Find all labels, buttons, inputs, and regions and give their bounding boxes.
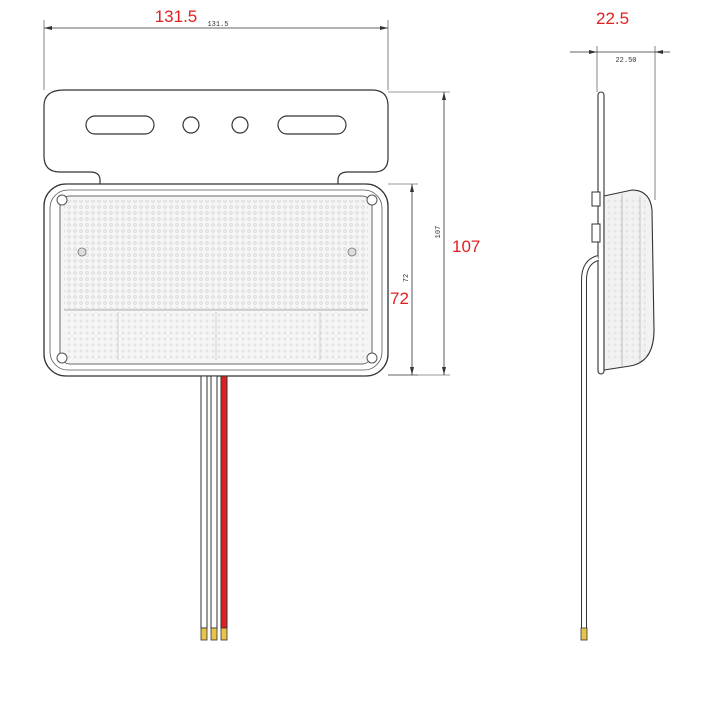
wire-white-1: [200, 375, 208, 629]
width-dimension: 131.5 131.5: [43, 7, 389, 90]
wire-bundle: [200, 375, 228, 641]
lens-height-label: 72: [390, 289, 409, 308]
height-label: 107: [452, 237, 480, 256]
screw-top-right: [366, 194, 378, 206]
lens-dot-pattern-upper: [64, 200, 368, 310]
height-dimension: 107 107: [388, 91, 480, 376]
mounting-slot-right: [277, 115, 347, 135]
width-small-label: 131.5: [207, 21, 228, 29]
mounting-hole-right: [231, 116, 249, 134]
wire-white-2: [210, 375, 218, 629]
mounting-bracket: [43, 89, 389, 191]
height-small-label: 107: [435, 226, 443, 239]
depth-small-label: 22.50: [615, 57, 636, 65]
front-view: 131.5 131.5: [43, 7, 480, 641]
screw-bottom-left: [56, 352, 68, 364]
mounting-hole-left: [182, 116, 200, 134]
side-view: 22.5 22.50: [570, 9, 670, 641]
wire-red: [220, 375, 228, 629]
depth-dimension: 22.5 22.50: [570, 9, 670, 200]
lens-height-small-label: 72: [403, 274, 411, 282]
screw-top-left: [56, 194, 68, 206]
depth-label: 22.5: [596, 9, 629, 28]
screw-bottom-right: [366, 352, 378, 364]
width-label: 131.5: [155, 7, 198, 26]
lens-height-dimension: 72 72: [388, 183, 418, 376]
side-wire: [581, 255, 600, 628]
mounting-slot-left: [85, 115, 155, 135]
